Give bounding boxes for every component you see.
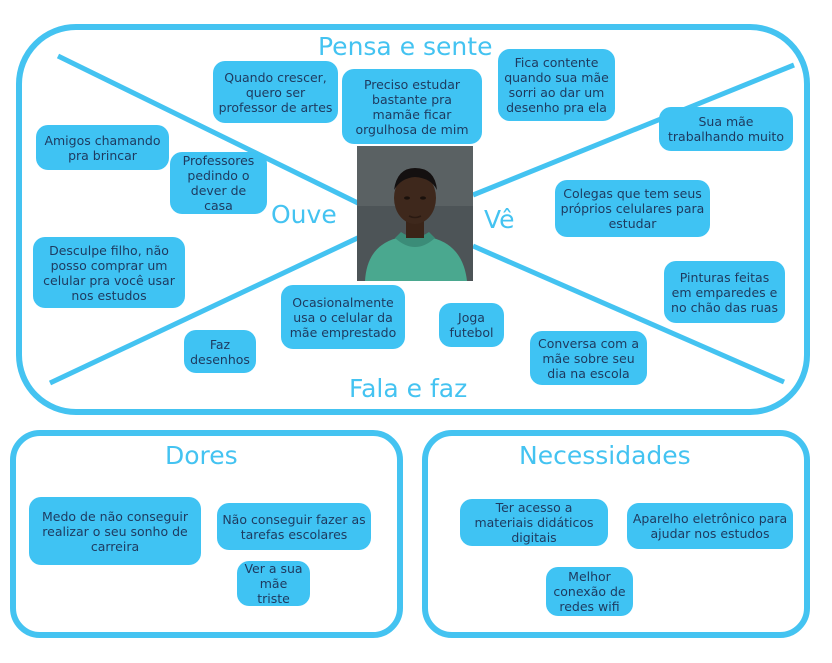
note-faz-desenhos: Faz desenhos <box>184 330 256 373</box>
boy-portrait-image <box>357 146 473 281</box>
note-joga-futebol: Joga futebol <box>439 303 504 347</box>
quadrant-diagonals <box>48 53 795 386</box>
note-sua-mae-trabalhando: Sua mãe trabalhando muito <box>659 107 793 151</box>
note-nao-conseguir: Não conseguir fazer as tarefas escolares <box>217 503 371 550</box>
dores-title: Dores <box>165 441 238 470</box>
note-ver-mae-triste: Ver a sua mãe triste <box>237 561 310 606</box>
note-amigos-chamando: Amigos chamando pra brincar <box>36 125 169 170</box>
note-ter-acesso: Ter acesso a materiais didáticos digitai… <box>460 499 608 546</box>
note-medo: Medo de não conseguir realizar o seu son… <box>29 497 201 565</box>
note-aparelho: Aparelho eletrônico para ajudar nos estu… <box>627 503 793 549</box>
persona-photo <box>357 146 473 281</box>
note-professores-pedindo: Professores pedindo o dever de casa <box>170 152 267 214</box>
note-quando-crescer: Quando crescer, quero ser professor de a… <box>213 61 338 123</box>
section-title-fala-e-faz: Fala e faz <box>349 374 468 403</box>
diagonal-bottom-left <box>48 232 366 386</box>
note-fica-contente: Fica contente quando sua mãe sorri ao da… <box>498 49 615 121</box>
diagonal-top-right <box>472 62 795 198</box>
note-conversa-com-mae: Conversa com a mãe sobre seu dia na esco… <box>530 331 647 385</box>
necessidades-title: Necessidades <box>519 441 691 470</box>
note-preciso-estudar: Preciso estudar bastante pra mamãe ficar… <box>342 69 482 144</box>
note-melhor-conexao: Melhor conexão de redes wifi <box>546 567 633 616</box>
note-pinturas-feitas: Pinturas feitas em emparedes e no chão d… <box>664 261 785 323</box>
section-title-pensa-e-sente: Pensa e sente <box>318 32 493 61</box>
section-title-ouve: Ouve <box>271 200 337 229</box>
diagonal-bottom-right <box>471 243 786 385</box>
diagonal-top-left <box>56 53 366 209</box>
note-colegas-celulares: Colegas que tem seus próprios celulares … <box>555 180 710 237</box>
note-ocasionalmente: Ocasionalmente usa o celular da mãe empr… <box>281 285 405 349</box>
section-title-ve: Vê <box>484 205 515 234</box>
note-desculpe-filho: Desculpe filho, não posso comprar um cel… <box>33 237 185 308</box>
